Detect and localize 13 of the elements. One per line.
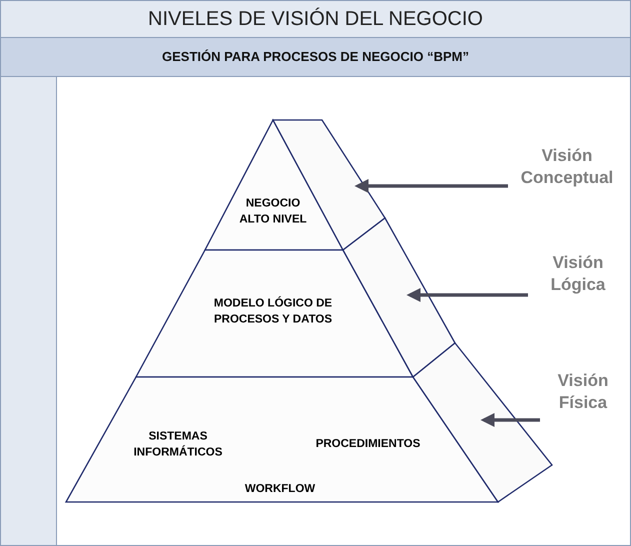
arrow xyxy=(354,179,508,193)
arrow xyxy=(480,413,540,427)
level-text: SISTEMAS INFORMÁTICOS xyxy=(132,429,224,460)
level-text: PROCEDIMIENTOS xyxy=(314,437,422,452)
arrow xyxy=(406,288,528,302)
view-label: Visión Conceptual xyxy=(520,145,614,190)
subtitle: GESTIÓN PARA PROCESOS DE NEGOCIO “BPM” xyxy=(161,49,470,64)
level-text: MODELO LÓGICO DE PROCESOS Y DATOS xyxy=(212,296,334,327)
diagram-title: NIVELES DE VISIÓN DEL NEGOCIO xyxy=(147,8,484,31)
view-label: Visión Lógica xyxy=(550,252,606,296)
view-label: Visión Física xyxy=(556,370,610,414)
level-text: WORKFLOW xyxy=(244,482,316,498)
level-text: NEGOCIO ALTO NIVEL xyxy=(238,196,308,227)
